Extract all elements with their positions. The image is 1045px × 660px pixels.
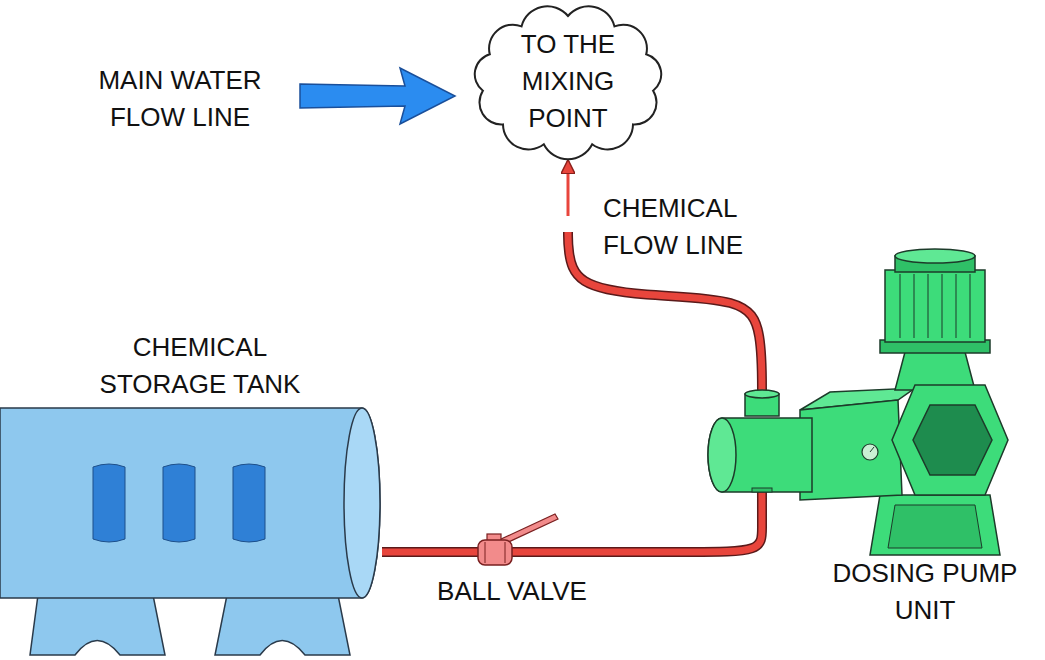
- pressure-gauge: [862, 444, 878, 460]
- pump-head-cap: [708, 418, 736, 492]
- tank-body: [0, 408, 380, 598]
- gearbox: [800, 400, 902, 500]
- valve-nut: [485, 542, 486, 563]
- head-outline: [708, 400, 812, 492]
- valve-outline: [478, 540, 512, 565]
- housing-window: [913, 405, 992, 475]
- valve-nut: [505, 542, 506, 563]
- flow-label: MAIN WATER FLOW LINE: [85, 62, 275, 136]
- tank-window: [233, 464, 265, 542]
- tank-window: [163, 464, 195, 542]
- pipe-outline: [382, 547, 478, 557]
- head-label: DOSING PUMP UNIT: [820, 555, 1030, 629]
- head-node: DOSING PUMP UNIT: [708, 400, 812, 492]
- cloud-node: TO THE MIXING POINT: [468, 2, 668, 161]
- pump-housing: [892, 385, 1008, 495]
- inlet-stub: [752, 488, 772, 492]
- pipe-fill: [382, 549, 478, 556]
- tank-outline: [0, 405, 382, 601]
- pump-head: [708, 418, 812, 492]
- valve-body: [478, 540, 512, 565]
- pump-base-panel: [888, 505, 982, 548]
- tank-label: CHEMICAL STORAGE TANK: [90, 329, 310, 403]
- motor-body: [885, 270, 985, 342]
- tank-window: [93, 464, 125, 542]
- motor-cap-top: [895, 249, 975, 263]
- motor-fin: [914, 274, 915, 338]
- motor-fin: [970, 274, 971, 338]
- tank-end-cap: [344, 408, 380, 598]
- tank-node: CHEMICAL STORAGE TANK: [0, 405, 382, 601]
- valve-node: BALL VALVE: [478, 540, 512, 565]
- cloud-outline: [475, 6, 661, 159]
- motor-fin: [900, 274, 901, 338]
- water-flow-arrow: [300, 68, 455, 124]
- flow-arrow: [567, 161, 570, 216]
- pump-base: [870, 495, 1000, 555]
- cloud-label: TO THE MIXING POINT: [503, 26, 633, 137]
- motor-fin: [942, 274, 943, 338]
- motor-fins: [900, 274, 970, 338]
- motor-fin: [928, 274, 929, 338]
- motor-fin: [956, 274, 957, 338]
- flow-line-label: CHEMICAL FLOW LINE: [603, 190, 773, 264]
- gauge-needle: [870, 447, 874, 452]
- outlet-stub-top: [745, 390, 779, 398]
- pipe-connector: [382, 552, 478, 553]
- valve-label: BALL VALVE: [412, 573, 612, 610]
